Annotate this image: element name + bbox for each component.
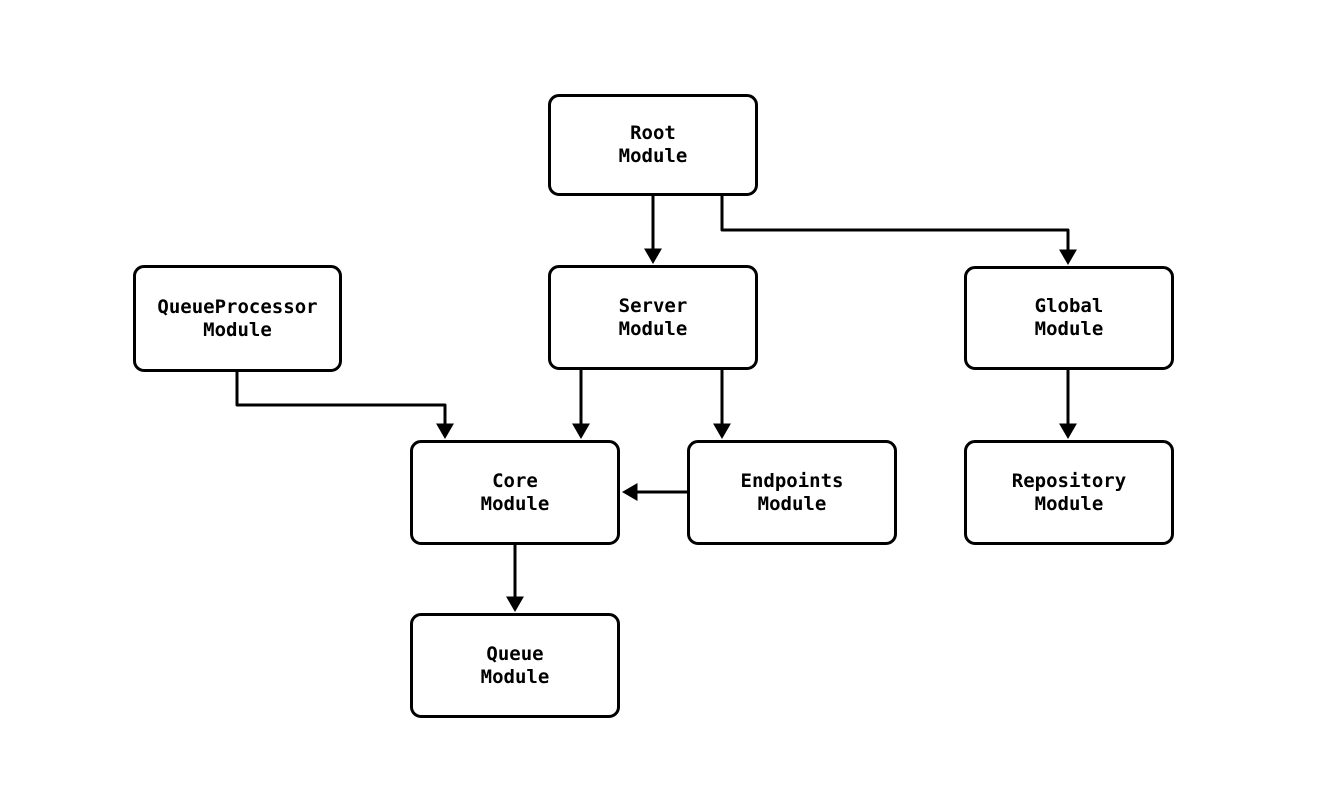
node-root-module-label: Root Module (618, 122, 688, 167)
node-global-module[interactable]: Global Module (964, 266, 1174, 370)
node-global-module-label: Global Module (1034, 295, 1104, 340)
node-core-module-label: Core Module (480, 469, 550, 515)
edge-root-global (720, 196, 1077, 265)
node-repository-module[interactable]: Repository Module (964, 440, 1174, 545)
node-repository-module-label: Repository Module (1011, 469, 1127, 515)
node-endpoints-module-label: Endpoints Module (740, 469, 844, 515)
node-server-module[interactable]: Server Module (548, 265, 758, 370)
node-endpoints-module[interactable]: Endpoints Module (687, 440, 897, 545)
node-queueprocessor-module[interactable]: QueueProcessor Module (133, 265, 342, 372)
node-queue-module-label: Queue Module (480, 642, 550, 688)
edge-queueprocessor-core (235, 372, 454, 439)
node-queue-module[interactable]: Queue Module (410, 613, 620, 718)
node-core-module[interactable]: Core Module (410, 440, 620, 545)
node-root-module[interactable]: Root Module (548, 94, 758, 196)
node-server-module-label: Server Module (618, 294, 688, 340)
node-queueprocessor-module-label: QueueProcessor Module (157, 295, 318, 341)
